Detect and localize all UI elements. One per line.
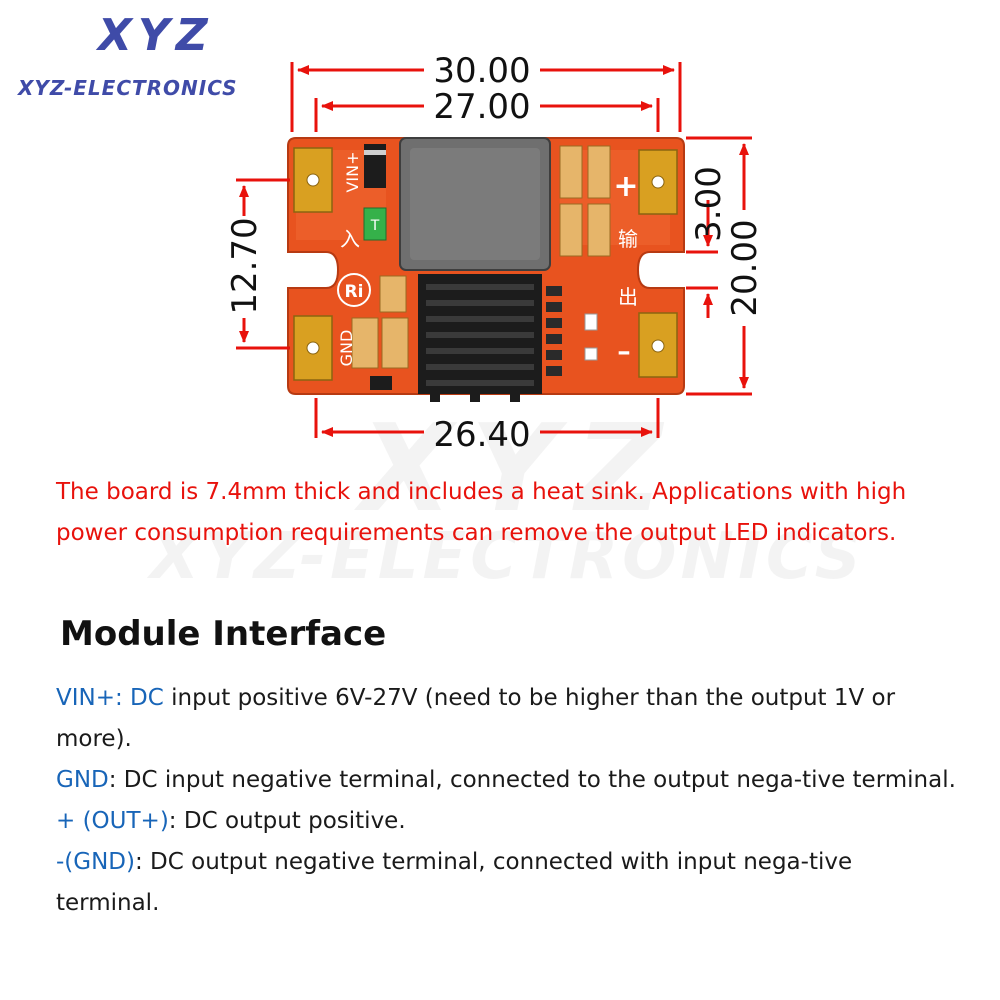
capacitor-bank — [559, 145, 611, 257]
silk-vin: VIN+ — [343, 151, 362, 192]
pad-out-minus — [638, 312, 678, 378]
pad-vin — [293, 147, 333, 213]
interface-key: + (OUT+) — [56, 808, 169, 834]
silk-in-char: 入 — [340, 227, 360, 251]
silk-gnd: GND — [337, 330, 356, 367]
silk-minus: - — [617, 328, 631, 374]
watermark-logo: XYZ — [360, 400, 680, 539]
thermal-component — [363, 207, 387, 241]
interface-list: VIN+: DC input positive 6V-27V (need to … — [56, 678, 956, 924]
interface-desc: : DC output negative terminal, connected… — [56, 849, 853, 916]
pad-gnd — [293, 315, 333, 381]
board-diagram: T VIN+ GND 入 + - 输 出 Ri — [225, 51, 765, 455]
dim-bottom: 26.40 — [433, 415, 530, 455]
interface-desc: input positive 6V-27V (need to be higher… — [56, 685, 896, 752]
inductor — [399, 137, 551, 271]
interface-item-out-plus: + (OUT+): DC output positive. — [56, 801, 956, 842]
capacitor-left — [351, 275, 409, 369]
interface-key: -(GND) — [56, 849, 135, 875]
led-indicator — [584, 347, 598, 361]
interface-item-out-minus: -(GND): DC output negative terminal, con… — [56, 842, 956, 924]
interface-key: VIN+: DC — [56, 685, 164, 711]
interface-desc: : DC input negative terminal, connected … — [108, 767, 956, 793]
brand-name: XYZ-ELECTRONICS — [18, 76, 238, 100]
interface-desc: : DC output positive. — [168, 808, 406, 834]
dim-top-inner: 27.00 — [433, 87, 530, 127]
heatsink — [418, 274, 542, 402]
watermark-brand: XYZ-ELECTRONICS — [150, 520, 865, 594]
ic-chip — [370, 376, 392, 390]
interface-key: GND — [56, 767, 109, 793]
dim-top-outer: 30.00 — [433, 51, 530, 91]
silk-logo-ring — [337, 273, 371, 307]
thickness-note: The board is 7.4mm thick and includes a … — [56, 479, 907, 546]
dim-right-small: 3.00 — [689, 166, 729, 242]
interface-item-vin: VIN+: DC input positive 6V-27V (need to … — [56, 678, 956, 760]
section-title: Module Interface — [60, 614, 387, 654]
silk-out-char2: 出 — [618, 285, 638, 309]
silk-out-char1: 输 — [618, 227, 638, 251]
t-label: T — [370, 218, 380, 234]
dim-left: 12.70 — [225, 217, 265, 314]
silk-logo: Ri — [345, 282, 364, 302]
dim-right-big: 20.00 — [725, 219, 765, 316]
silk-plus: + — [613, 169, 638, 204]
pad-out-plus — [638, 149, 678, 215]
led-indicator — [584, 313, 598, 331]
brand-logo: XYZ — [98, 10, 214, 61]
resistor-column — [546, 286, 562, 376]
interface-item-gnd: GND: DC input negative terminal, connect… — [56, 760, 956, 801]
